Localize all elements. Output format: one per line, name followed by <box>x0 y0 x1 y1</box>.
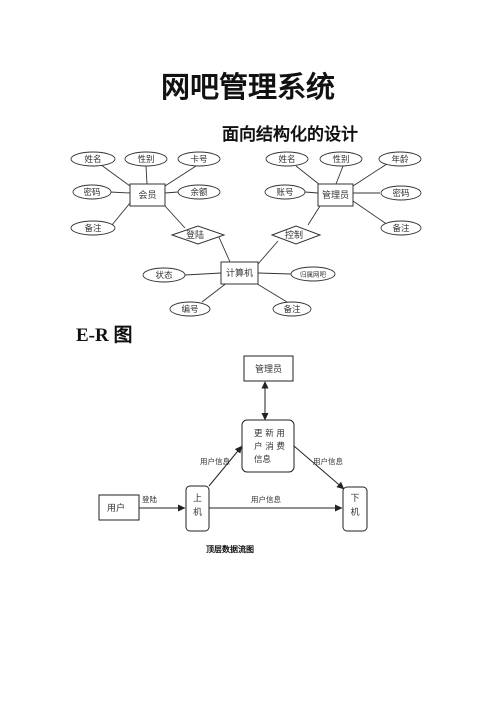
relation-control: 控制 <box>270 225 322 245</box>
entity-computer: 计算机 <box>220 261 259 285</box>
flow-online-process <box>208 445 243 487</box>
svg-text:更 新 用: 更 新 用 <box>254 428 285 439</box>
svg-text:机: 机 <box>350 506 359 518</box>
svg-text:性别: 性别 <box>137 154 154 165</box>
dfd-offline: 下 机 <box>342 486 368 532</box>
dfd-flow-bottom-label: 用户信息 <box>251 494 281 504</box>
dfd-flow-left-label: 用户信息 <box>200 456 230 466</box>
page-title: 网吧管理系统 <box>160 70 335 104</box>
svg-text:下: 下 <box>350 494 359 504</box>
relation-login-label: 登陆 <box>186 229 204 241</box>
dfd-process: 更 新 用 户 消 费 信息 <box>241 419 295 473</box>
svg-text:上: 上 <box>193 493 202 504</box>
svg-text:账号: 账号 <box>276 188 293 198</box>
flow-process-offline <box>293 445 345 490</box>
svg-text:信息: 信息 <box>254 454 272 465</box>
computer-attr-note: 备注 <box>272 301 312 317</box>
svg-text:户 消 费: 户 消 费 <box>254 441 285 452</box>
relation-login: 登陆 <box>170 225 226 245</box>
admin-attr-account: 账号 <box>264 184 306 200</box>
dfd-caption: 顶层数据流图 <box>206 545 254 554</box>
dfd-flow-right-label: 用户信息 <box>313 456 343 466</box>
member-attr-name: 姓名 <box>70 151 116 167</box>
relation-control-label: 控制 <box>285 229 303 241</box>
entity-admin-label: 管理员 <box>322 189 349 201</box>
member-attr-balance: 余额 <box>177 184 221 200</box>
admin-attr-gender: 性别 <box>319 151 363 167</box>
member-attr-password: 密码 <box>72 184 112 200</box>
admin-attr-note: 备注 <box>380 220 422 236</box>
dfd-user: 用户 <box>98 494 140 521</box>
page-subtitle: 面向结构化的设计 <box>222 125 358 145</box>
computer-attr-cafe: 归属网吧 <box>290 266 336 282</box>
admin-attr-name: 姓名 <box>265 151 309 167</box>
computer-attr-number: 编号 <box>169 301 211 317</box>
entity-admin: 管理员 <box>317 183 354 207</box>
svg-text:备注: 备注 <box>392 223 410 234</box>
dfd-admin-label: 管理员 <box>255 363 282 375</box>
svg-text:余额: 余额 <box>190 187 208 198</box>
svg-text:卡号: 卡号 <box>190 154 207 165</box>
entity-member-label: 会员 <box>138 189 156 201</box>
admin-attr-password: 密码 <box>380 185 422 201</box>
member-attr-card: 卡号 <box>177 151 221 167</box>
dfd-online: 上 机 <box>185 485 210 532</box>
svg-text:备注: 备注 <box>283 304 301 315</box>
er-heading: E-R 图 <box>76 325 133 346</box>
dfd-admin: 管理员 <box>243 355 294 382</box>
admin-attr-age: 年龄 <box>378 151 422 167</box>
svg-text:机: 机 <box>193 506 202 518</box>
member-attr-gender: 性别 <box>124 151 168 167</box>
svg-text:年龄: 年龄 <box>391 154 409 165</box>
svg-text:状态: 状态 <box>155 270 173 281</box>
entity-member: 会员 <box>129 183 166 207</box>
dfd-login-label: 登陆 <box>142 494 157 504</box>
svg-text:密码: 密码 <box>392 188 409 199</box>
member-attr-note: 备注 <box>70 220 116 236</box>
svg-text:备注: 备注 <box>84 223 102 234</box>
dfd-user-label: 用户 <box>107 502 125 514</box>
svg-text:编号: 编号 <box>181 304 198 315</box>
svg-text:姓名: 姓名 <box>84 154 101 165</box>
svg-text:密码: 密码 <box>83 187 100 198</box>
svg-text:姓名: 姓名 <box>278 154 295 165</box>
svg-text:归属网吧: 归属网吧 <box>300 270 327 279</box>
svg-text:性别: 性别 <box>332 154 349 165</box>
computer-attr-status: 状态 <box>142 267 186 283</box>
entity-computer-label: 计算机 <box>226 267 253 279</box>
